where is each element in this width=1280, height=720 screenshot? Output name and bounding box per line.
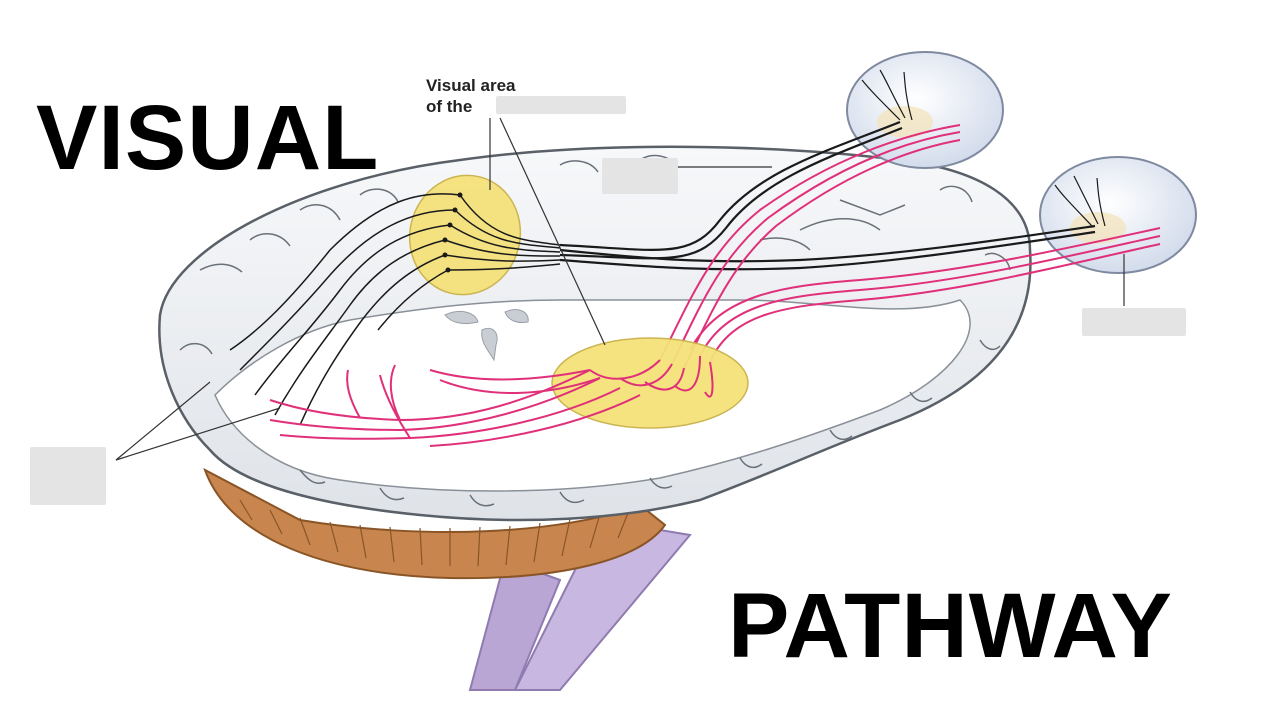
label-visual-area: Visual area of the [426,75,515,117]
optic-nerve-pink [659,124,1161,369]
blank-label-visual-area [496,96,626,114]
cortex-fibers [229,193,561,426]
title-pathway: PATHWAY [728,575,1173,677]
blank-label-retina [1082,308,1186,336]
blank-label-optic-nerve [602,158,678,194]
cortex-fiber-terminals [442,192,463,273]
title-visual: VISUAL [36,87,380,189]
label-visual-area-line2: of the [426,97,473,116]
eye-upper [846,51,1004,169]
cerebellum [203,467,667,580]
ventricles [444,309,529,362]
blank-label-occipital [30,447,106,505]
optic-nerve-dark [559,120,1096,271]
label-visual-area-line1: Visual area [426,76,516,95]
cerebellum-folia [239,499,631,567]
leader-lines [115,117,1125,461]
eye-lower [1039,156,1197,274]
optic-radiation-pink [269,355,714,447]
gyri [179,154,1011,507]
